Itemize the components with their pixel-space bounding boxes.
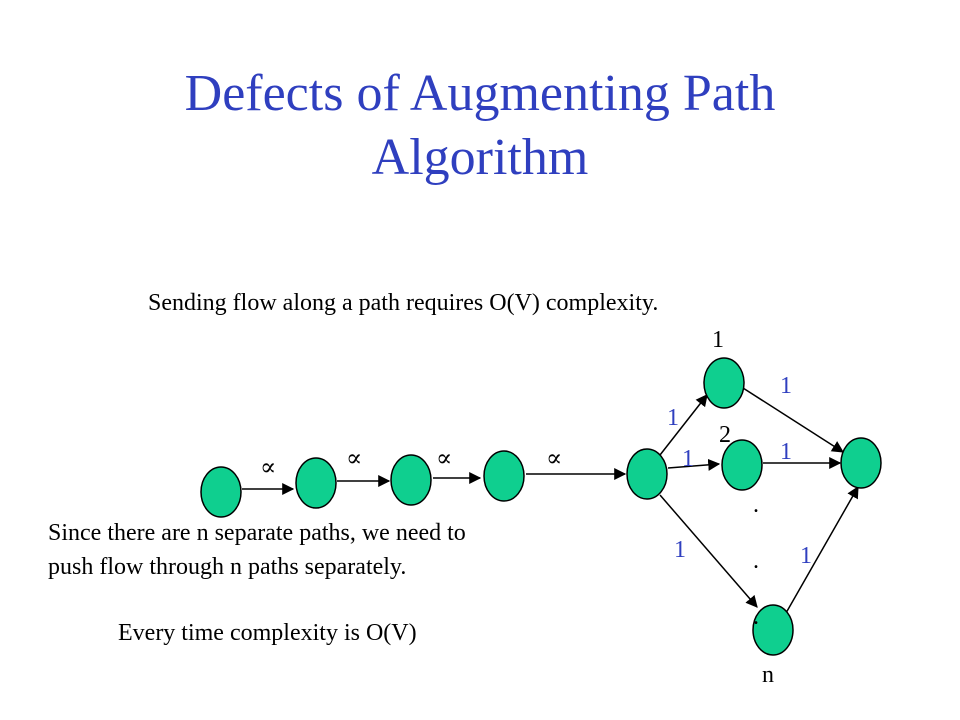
capacity-to-node-2: 1: [682, 446, 694, 472]
edge-to-node-n: [659, 494, 758, 608]
edge-to-node-1: [659, 394, 708, 456]
ellipsis-dot-2: .: [753, 548, 759, 574]
title-line-2: Algorithm: [371, 129, 589, 186]
note-separate-paths-line-1: Since there are n separate paths, we nee…: [48, 520, 466, 546]
source-node: [200, 466, 242, 518]
edge-node-1-to-sink: [742, 387, 845, 453]
chain-capacity-2: ∝: [346, 446, 362, 472]
branch-node: [626, 448, 668, 500]
edge-node-n-to-sink: [785, 485, 859, 614]
note-every-time: Every time complexity is O(V): [118, 620, 417, 646]
node-2: [721, 439, 763, 491]
sink-node: [840, 437, 882, 489]
edge-to-node-2: [667, 458, 721, 471]
node-1: [703, 357, 745, 409]
node-n: [752, 604, 794, 656]
capacity-node-n-to-sink: 1: [800, 543, 812, 569]
ellipsis-dot-1: .: [753, 492, 759, 518]
chain-node-3: [390, 454, 432, 506]
capacity-node-1-to-sink: 1: [780, 373, 792, 399]
title-line-1: Defects of Augmenting Path: [184, 65, 776, 122]
note-separate-paths-line-2: push flow through n paths separately.: [48, 554, 407, 580]
chain-capacity-1: ∝: [260, 455, 276, 481]
node-n-label: n: [762, 662, 774, 688]
chain-node-2: [295, 457, 337, 509]
chain-capacity-3: ∝: [436, 446, 452, 472]
slide-title: Defects of Augmenting Path Algorithm: [0, 62, 960, 190]
node-2-label: 2: [719, 422, 731, 448]
ellipsis-dot-3: .: [753, 604, 759, 630]
note-path-complexity: Sending flow along a path requires O(V) …: [148, 290, 659, 316]
chain-capacity-4: ∝: [546, 446, 562, 472]
node-1-label: 1: [712, 327, 724, 353]
capacity-node-2-to-sink: 1: [780, 439, 792, 465]
chain-node-4: [483, 450, 525, 502]
capacity-to-node-1: 1: [667, 405, 679, 431]
note-separate-paths: Since there are n separate paths, we nee…: [48, 516, 466, 584]
capacity-to-node-n: 1: [674, 537, 686, 563]
